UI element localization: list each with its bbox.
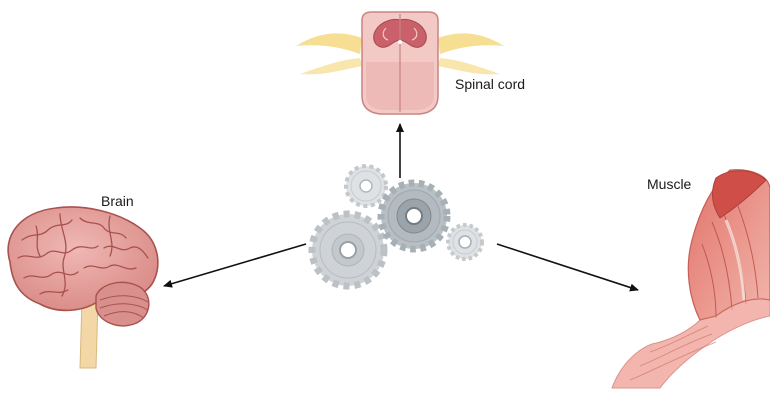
arrows	[163, 123, 639, 292]
muscle-icon	[611, 169, 770, 389]
brain-label: Brain	[101, 193, 134, 209]
brain-icon	[7, 206, 159, 369]
arrow-to-brain	[163, 243, 307, 288]
arrow-to-muscle	[496, 243, 639, 292]
gears-icon	[308, 164, 484, 290]
muscle-label: Muscle	[647, 176, 692, 192]
spinal-cord-label: Spinal cord	[455, 76, 526, 92]
spinal-cord-icon	[296, 11, 504, 115]
